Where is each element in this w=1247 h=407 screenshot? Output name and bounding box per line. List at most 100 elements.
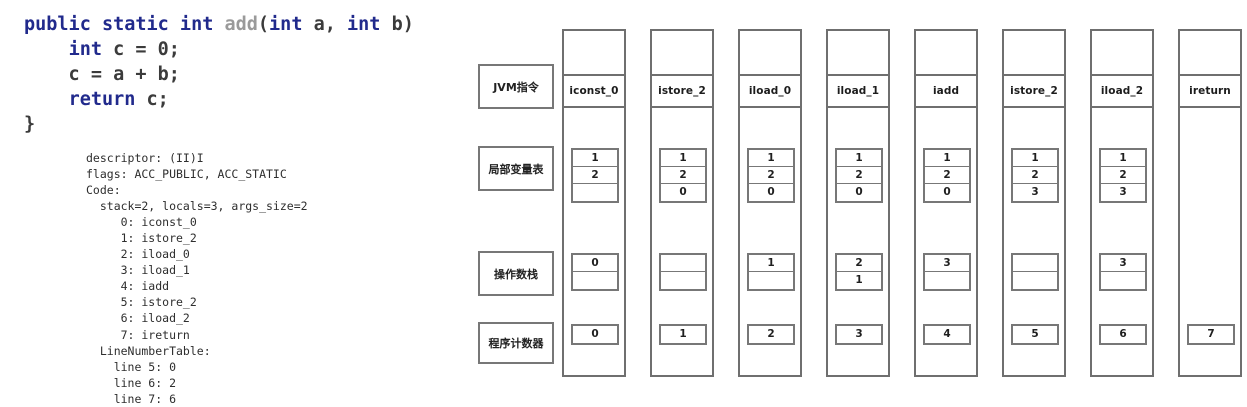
local-variable-cell: 1 [661,150,705,167]
program-counter-group: 2 [747,324,795,345]
source-token: } [24,114,35,135]
operand-stack-cell [661,255,705,272]
program-counter-group: 5 [1011,324,1059,345]
program-counter-group: 7 [1187,324,1235,345]
operand-stack-group: 3 [1099,253,1147,291]
javap-bytecode-dump: descriptor: (II)I flags: ACC_PUBLIC, ACC… [86,150,308,407]
source-token [24,89,69,110]
source-token: c = a + b; [24,64,180,85]
program-counter-cell: 1 [661,326,705,343]
row-label-program-counter: 程序计数器 [478,322,554,364]
source-token: c; [135,89,168,110]
source-token: ( [258,14,269,35]
local-variable-cell: 1 [573,150,617,167]
instruction-name: iload_1 [826,74,890,108]
local-variable-cell: 0 [749,184,793,201]
local-variable-cell: 1 [1101,150,1145,167]
operand-stack-cell: 0 [573,255,617,272]
source-token: add [224,14,257,35]
operand-stack-cell [573,272,617,289]
local-variable-cell: 1 [1013,150,1057,167]
local-variable-cell: 0 [837,184,881,201]
source-token: int [269,14,302,35]
frame-column-ireturn: ireturn 7 [1178,29,1242,377]
source-line: c = a + b; [24,62,414,87]
local-variable-cell: 0 [661,184,705,201]
instruction-name: istore_2 [1002,74,1066,108]
row-label-jvm-instruction: JVM指令 [478,64,554,109]
operand-stack-cell [1013,255,1057,272]
program-counter-cell: 0 [573,326,617,343]
local-variable-cell: 3 [1013,184,1057,201]
local-variable-cell: 2 [749,167,793,184]
local-variable-cell: 1 [925,150,969,167]
source-line: } [24,112,414,137]
instruction-name: iload_2 [1090,74,1154,108]
instruction-name: iconst_0 [562,74,626,108]
operand-stack-group: 3 [923,253,971,291]
row-label-local-variable-table: 局部变量表 [478,146,554,191]
operand-stack-cell: 3 [925,255,969,272]
instruction-name: iadd [914,74,978,108]
local-variable-cell: 2 [573,167,617,184]
row-label-operand-stack: 操作数栈 [478,251,554,296]
java-source-code: public static int add(int a, int b) int … [24,12,414,137]
instruction-name: iload_0 [738,74,802,108]
local-variable-cell: 2 [661,167,705,184]
local-variable-cell: 2 [837,167,881,184]
operand-stack-cell [1101,272,1145,289]
source-token: int [347,14,380,35]
program-counter-group: 6 [1099,324,1147,345]
operand-stack-cell [1013,272,1057,289]
program-counter-cell: 7 [1189,326,1233,343]
operand-stack-cell: 1 [749,255,793,272]
operand-stack-group: 1 [747,253,795,291]
local-variable-cell [573,184,617,201]
source-token: a, [302,14,347,35]
operand-stack-group [659,253,707,291]
source-token: public static int [24,14,224,35]
source-token [24,39,69,60]
operand-stack-cell: 3 [1101,255,1145,272]
program-counter-group: 4 [923,324,971,345]
instruction-name: istore_2 [650,74,714,108]
local-variable-cell: 2 [1013,167,1057,184]
local-variable-cell: 3 [1101,184,1145,201]
source-line: int c = 0; [24,37,414,62]
local-variable-cell: 1 [837,150,881,167]
operand-stack-cell: 1 [837,272,881,289]
program-counter-cell: 3 [837,326,881,343]
local-variable-cell: 1 [749,150,793,167]
operand-stack-cell: 2 [837,255,881,272]
program-counter-cell: 6 [1101,326,1145,343]
operand-stack-cell [925,272,969,289]
program-counter-group: 3 [835,324,883,345]
source-token: return [69,89,136,110]
instruction-name: ireturn [1178,74,1242,108]
operand-stack-cell [661,272,705,289]
local-variable-cell: 2 [1101,167,1145,184]
program-counter-cell: 2 [749,326,793,343]
program-counter-cell: 4 [925,326,969,343]
program-counter-group: 0 [571,324,619,345]
source-line: return c; [24,87,414,112]
operand-stack-group: 0 [571,253,619,291]
program-counter-group: 1 [659,324,707,345]
local-variable-cell: 0 [925,184,969,201]
